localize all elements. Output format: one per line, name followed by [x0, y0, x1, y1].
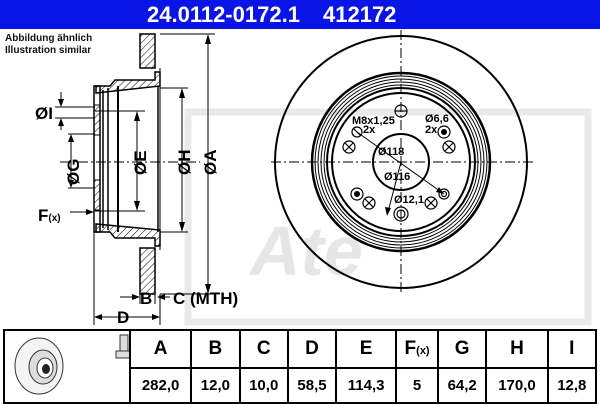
label-dia-118: Ø118	[378, 146, 404, 158]
front-view: M8x1,25 2x Ø6,6 2x Ø118 Ø116 Ø12,1	[271, 30, 533, 292]
col-header-E: E	[335, 328, 398, 370]
brake-disc-thumbnail-icon	[14, 334, 131, 395]
value-D: 58,5	[286, 367, 338, 404]
illustration-notice: Abbildung ähnlich Illustration similar	[5, 33, 92, 57]
ate-watermark: Ate	[184, 108, 592, 326]
label-dia-116: Ø116	[384, 171, 410, 183]
value-A: 282,0	[128, 367, 193, 404]
label-dia-H: ØH	[175, 150, 194, 176]
col-header-C: C	[238, 328, 289, 370]
label-hole-count: 2x	[425, 124, 438, 136]
col-header-I: I	[546, 328, 598, 370]
notice-english: Illustration similar	[5, 45, 92, 56]
product-thumbnail-cell	[3, 329, 131, 404]
value-G: 64,2	[437, 367, 488, 404]
label-dia-I: ØI	[35, 104, 53, 123]
label-B: B	[140, 289, 152, 308]
label-hole-dia: Ø6,6	[425, 113, 449, 125]
value-F: 5	[395, 367, 440, 404]
svg-text:Ate: Ate	[248, 212, 363, 290]
label-F: F(x)	[38, 206, 61, 225]
col-header-F: F(x)	[395, 328, 440, 370]
label-dia-A: ØA	[201, 150, 220, 176]
specification-table: A B C D E F(x) G H I 282,0 12,0 10,0 58,…	[3, 328, 598, 404]
value-C: 10,0	[238, 367, 289, 404]
notice-german: Abbildung ähnlich	[5, 33, 93, 44]
label-C-MTH: C (MTH)	[173, 289, 238, 308]
spec-header-row: A B C D E F(x) G H I	[3, 328, 598, 404]
label-dia-G: ØG	[64, 159, 83, 185]
label-thread-count: 2x	[363, 124, 376, 136]
col-header-G: G	[437, 328, 488, 370]
value-E: 114,3	[335, 367, 398, 404]
label-dia-E: ØE	[131, 150, 150, 175]
part-number: 24.0112-0172.1	[147, 2, 300, 27]
value-B: 12,0	[190, 367, 241, 404]
label-D: D	[117, 308, 129, 327]
col-header-A: A	[128, 328, 193, 370]
value-H: 170,0	[485, 367, 549, 404]
side-section-view: ØI ØG ØE ØH ØA F(x) B C (MTH) D	[35, 33, 238, 327]
col-header-D: D	[286, 328, 338, 370]
spec-value-row: 282,0 12,0 10,0 58,5 114,3 5 64,2 170,0 …	[4, 367, 598, 404]
title-bar: 24.0112-0172.1 412172	[0, 0, 600, 29]
reference-number: 412172	[323, 2, 397, 27]
col-header-B: B	[190, 328, 241, 370]
value-I: 12,8	[546, 367, 598, 404]
label-dia-12-1: Ø12,1	[394, 194, 424, 206]
col-header-H: H	[485, 328, 549, 370]
technical-drawing: Ate	[35, 30, 592, 327]
label-thread: M8x1,25	[352, 115, 395, 127]
bolt-icon	[115, 334, 131, 359]
